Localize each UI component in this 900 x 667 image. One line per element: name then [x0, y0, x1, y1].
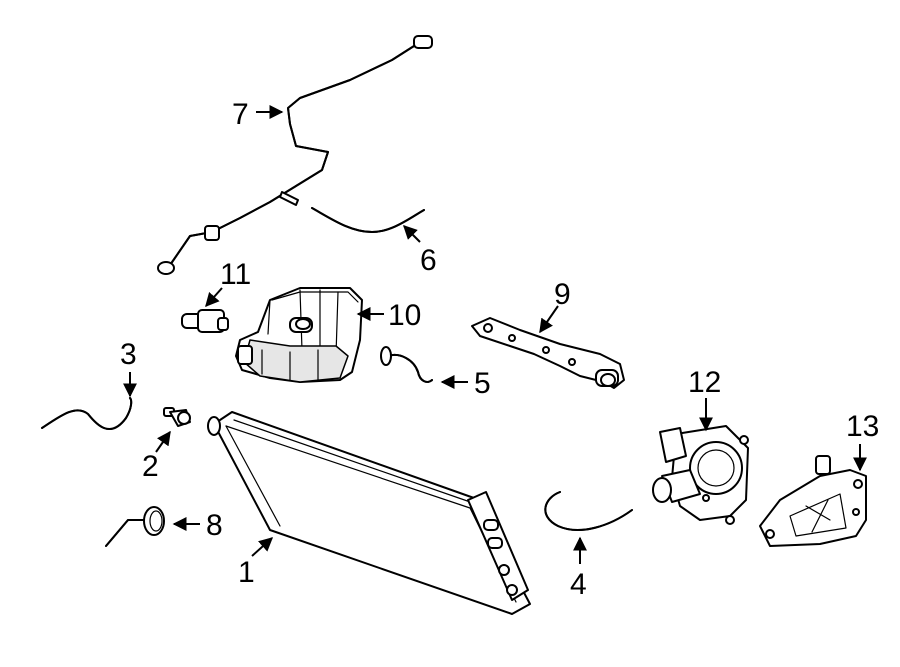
- callout-4: 4: [570, 568, 587, 601]
- callout-11: 11: [220, 258, 251, 291]
- leader-lines: [123, 105, 867, 564]
- callout-3: 3: [120, 338, 137, 371]
- part-7-coolant-pipe: [157, 35, 433, 275]
- callout-1: 1: [238, 556, 255, 589]
- part-13-mount-bracket: [759, 455, 867, 547]
- callout-13: 13: [846, 410, 879, 443]
- callout-9: 9: [554, 278, 571, 311]
- callout-10: 10: [388, 299, 421, 332]
- part-4-hose: [544, 491, 633, 531]
- leader-11: [205, 287, 223, 308]
- part-10-reservoir: [235, 287, 363, 383]
- callout-12: 12: [688, 366, 721, 399]
- part-6-hose: [311, 207, 425, 233]
- leader-6: [403, 225, 421, 243]
- part-5-elbow-hose: [380, 346, 433, 383]
- part-12-water-pump: [652, 425, 749, 525]
- callout-8: 8: [206, 509, 223, 542]
- part-11-sensor: [181, 309, 229, 333]
- part-1-radiator: [207, 411, 531, 615]
- callout-6: 6: [420, 244, 437, 277]
- leader-2: [155, 430, 171, 453]
- leader-9: [539, 305, 559, 334]
- part-9-bracket: [471, 317, 625, 389]
- part-3-curved-hose: [41, 397, 133, 431]
- callout-labels: 1 2 3 4 5 6 7 8 9 10 11 12 13: [120, 98, 879, 601]
- part-8-elbow-pipe: [105, 506, 165, 547]
- part-2-bolt: [163, 407, 191, 427]
- callout-5: 5: [474, 367, 491, 400]
- leader-1: [251, 537, 274, 557]
- callout-2: 2: [142, 450, 159, 483]
- callout-7: 7: [232, 98, 249, 131]
